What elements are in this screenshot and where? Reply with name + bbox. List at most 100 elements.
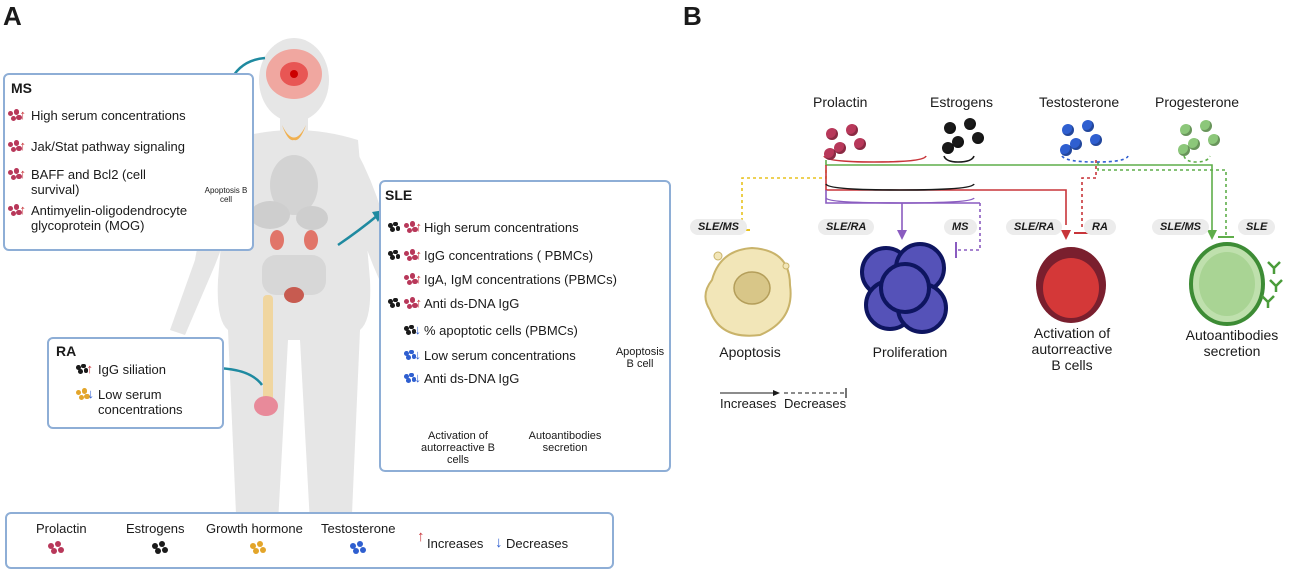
prolactin-dots	[16, 209, 22, 215]
ra-box	[47, 337, 224, 429]
thyroid-icon	[282, 125, 306, 141]
key-increases: Increases	[720, 396, 777, 411]
ms-item-4: Antimyelin-oligodendrocyte	[31, 203, 188, 218]
panel-b-pathways	[741, 155, 1227, 251]
testosterone-dots	[356, 541, 363, 548]
ms-title: MS	[11, 80, 32, 96]
ra-item-2: Low serum	[98, 387, 162, 402]
prolactin-dots	[48, 543, 54, 549]
up-arrow-icon: ↑	[19, 138, 26, 153]
panel-a-letter: A	[3, 1, 22, 31]
outcome-proliferation: Proliferation	[872, 344, 948, 360]
prolactin-dots	[13, 204, 19, 210]
brain-icon	[266, 49, 322, 99]
sle-item-3: IgA, IgM concentrations (PBMCs)	[424, 272, 617, 287]
category-sle: SLE	[1238, 219, 1276, 235]
prolactin-dots	[16, 145, 22, 151]
estrogen-dots	[158, 541, 165, 548]
prolactin-dots	[409, 273, 415, 279]
prolactin-dots	[16, 173, 22, 179]
ra-title: RA	[56, 343, 77, 359]
sle-title: SLE	[385, 187, 413, 203]
testosterone-dots	[359, 547, 366, 554]
testosterone-dots	[409, 372, 415, 378]
testosterone-dots	[1062, 124, 1074, 136]
leg-bone-icon	[254, 295, 278, 416]
up-arrow-icon: ↑	[415, 219, 422, 234]
progesterone-dots	[1178, 144, 1190, 156]
down-arrow-icon: ↓	[414, 347, 422, 362]
category-sle-ms-2: SLE/MS	[1152, 219, 1209, 235]
prolactin-dots	[8, 170, 14, 176]
proliferation-cells-icon	[860, 242, 948, 334]
testosterone-dots	[350, 543, 356, 549]
progesterone-dots	[1188, 138, 1200, 150]
down-arrow-icon: ↓	[414, 370, 422, 385]
up-arrow-icon: ↑	[19, 202, 26, 217]
growth-hormone-dots	[253, 548, 259, 555]
ra-item-2b: concentrations	[98, 402, 183, 417]
estrogen-dots	[952, 136, 964, 148]
testosterone-dots	[353, 548, 359, 555]
prolactin-dots	[10, 146, 16, 152]
category-sle-ra-2: SLE/RA	[1006, 219, 1063, 235]
hormone-label-progesterone: Progesterone	[1155, 94, 1240, 110]
prolactin-dots	[404, 223, 410, 229]
sle-apoptosis-label: Apoptosis B cell	[615, 346, 665, 370]
estrogen-dots	[395, 302, 401, 308]
legend-testosterone: Testosterone	[321, 521, 396, 536]
prolactin-dots	[8, 111, 14, 117]
testosterone-dots	[1090, 134, 1102, 146]
legend-box	[5, 512, 614, 569]
category-sle-ra-1: SLE/RA	[818, 219, 875, 235]
up-arrow-icon: ↑	[19, 107, 26, 122]
ms-item-1: High serum concentrations	[31, 108, 186, 123]
prolactin-dots	[404, 251, 410, 257]
progesterone-dots	[1200, 120, 1212, 132]
testosterone-dots	[411, 377, 417, 383]
up-arrow-icon: ↑	[415, 295, 422, 310]
prolactin-dots	[406, 227, 412, 233]
prolactin-dots	[406, 255, 412, 261]
growth-hormone-dots	[250, 543, 256, 549]
legend-decreases: Decreases	[506, 536, 569, 551]
activation-cell-large	[1036, 247, 1106, 323]
hormone-label-prolactin: Prolactin	[813, 94, 868, 110]
ms-apoptosis-label: Apoptosis B cell	[204, 186, 248, 204]
prolactin-dots	[409, 297, 415, 303]
estrogen-dots	[161, 547, 168, 554]
testosterone-dots	[404, 374, 409, 379]
sle-item-7: Anti ds-DNA IgG	[424, 371, 520, 386]
progesterone-dots	[1208, 134, 1220, 146]
growth-hormone-dots	[256, 541, 263, 548]
prolactin-dots	[412, 254, 418, 260]
estrogen-dots	[944, 122, 956, 134]
estrogen-dots	[78, 369, 84, 375]
prolactin-dots	[409, 221, 415, 227]
growth-hormone-dots	[76, 390, 82, 396]
prolactin-dots	[834, 142, 846, 154]
testosterone-dots	[1070, 138, 1082, 150]
up-arrow-icon: ↑	[415, 271, 422, 286]
testosterone-dots	[1082, 120, 1094, 132]
sle-item-2: IgG concentrations ( PBMCs)	[424, 248, 594, 263]
category-ms: MS	[944, 219, 977, 235]
estrogen-dots	[393, 249, 399, 255]
legend-estrogens: Estrogens	[126, 521, 185, 536]
testosterone-dots	[1060, 144, 1072, 156]
sle-item-1: High serum concentrations	[424, 220, 579, 235]
prolactin-dots	[10, 210, 16, 216]
outcome-activation: Activation of autorreactive B cells	[1031, 325, 1113, 373]
prolactin-dots	[13, 140, 19, 146]
panel-b-letter: B	[683, 1, 702, 31]
estrogen-dots	[409, 324, 415, 330]
up-arrow-icon: ↑	[86, 361, 94, 376]
down-arrow-icon: ↓	[87, 386, 94, 401]
prolactin-dots	[854, 138, 866, 150]
ms-item-2: Jak/Stat pathway signaling	[31, 139, 185, 154]
estrogen-dots	[942, 142, 954, 154]
testosterone-dots	[404, 351, 409, 356]
estrogen-dots	[388, 299, 393, 304]
prolactin-dots	[826, 128, 838, 140]
estrogen-dots	[388, 251, 393, 256]
